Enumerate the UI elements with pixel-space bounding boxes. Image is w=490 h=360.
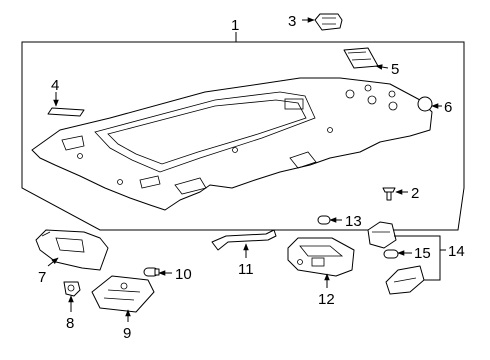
bracket-part-3[interactable] [314,13,343,31]
dome-lamp-part-9[interactable] [91,275,155,313]
headliner-group-frame [21,41,465,231]
callout-8: 8 [66,315,74,332]
holder-part-8[interactable] [63,281,81,297]
clip-part[interactable] [382,187,396,201]
bulb-part-13[interactable] [317,215,331,225]
pad-part-5[interactable] [343,47,379,69]
grip-handle-part[interactable] [211,229,277,251]
callout-14: 14 [448,243,465,260]
strip-part-4[interactable] [47,107,85,117]
callout-5: 5 [391,61,399,78]
headliner-part[interactable] [31,77,433,211]
leader-lines [47,17,446,322]
callout-9: 9 [123,325,131,342]
lamp-assembly-part-14[interactable] [367,221,425,295]
callout-2: 2 [411,185,419,202]
bulb-part-10[interactable] [143,267,160,277]
grommet-part-6[interactable] [417,96,433,112]
callout-11: 11 [238,261,254,278]
callout-15: 15 [414,245,431,262]
callout-13: 13 [345,213,362,230]
callout-7: 7 [38,269,46,286]
bulb-part-15[interactable] [383,249,399,259]
sun-visor-part[interactable] [35,229,109,271]
callout-labels: 1 2 3 4 5 6 7 8 9 10 11 12 13 14 15 [38,13,465,342]
callout-3: 3 [288,13,296,30]
map-lamp-part-12[interactable] [287,237,355,277]
callout-6: 6 [444,99,452,116]
callout-4: 4 [51,77,59,94]
callout-10: 10 [175,266,192,283]
callout-1: 1 [231,17,239,34]
callout-12: 12 [318,291,335,308]
